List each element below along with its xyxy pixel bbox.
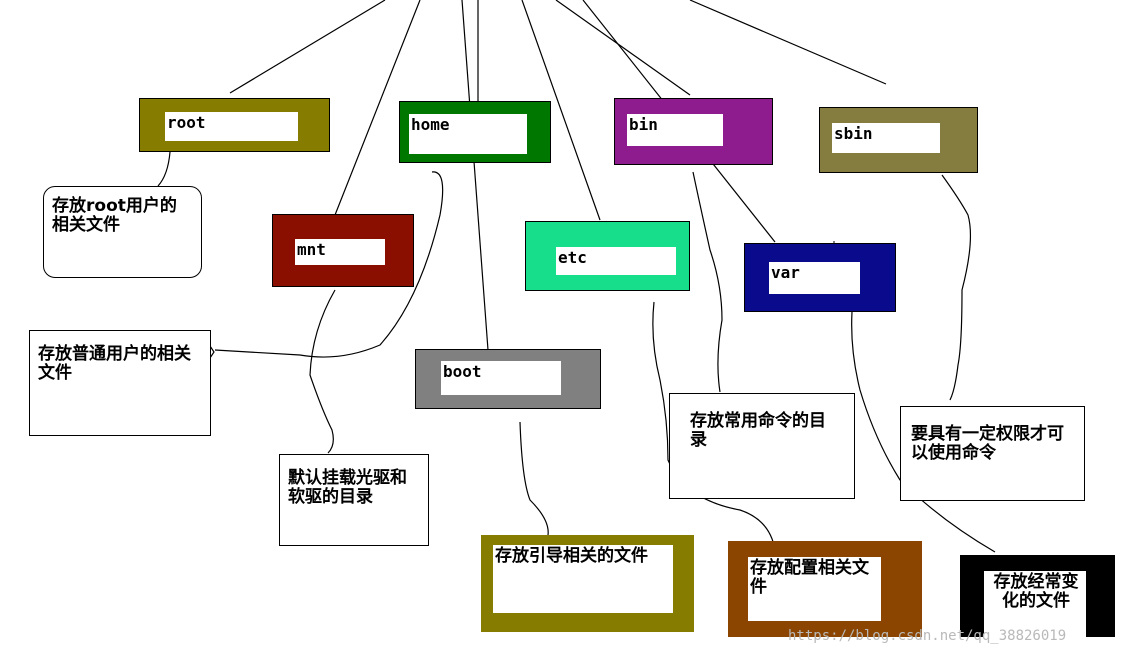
note-home: 存放普通用户的相关文件 xyxy=(29,330,211,436)
dir-boot: boot xyxy=(415,349,601,409)
dir-bin: bin xyxy=(614,98,773,165)
dir-root-label: root xyxy=(165,112,298,141)
note-etc-text: 存放配置相关文件 xyxy=(748,557,881,621)
dir-mnt: mnt xyxy=(272,214,414,287)
note-boot-text: 存放引导相关的文件 xyxy=(493,545,673,613)
dir-var-label: var xyxy=(769,262,860,294)
note-bin: 存放常用命令的目录 xyxy=(669,393,855,499)
dir-sbin: sbin xyxy=(819,107,978,173)
note-mnt: 默认挂载光驱和软驱的目录 xyxy=(279,454,429,546)
note-var-text: 存放经常变化的文件 xyxy=(984,571,1086,637)
watermark: https://blog.csdn.net/qq_38826019 xyxy=(788,628,1067,644)
dir-etc: etc xyxy=(525,221,690,291)
note-var: 存放经常变化的文件 xyxy=(960,555,1115,637)
dir-mnt-label: mnt xyxy=(295,239,385,265)
dir-root: root xyxy=(139,98,330,152)
dir-bin-label: bin xyxy=(627,114,723,146)
note-sbin: 要具有一定权限才可以使用命令 xyxy=(900,406,1085,501)
dir-var: var xyxy=(744,243,896,312)
dir-home-label: home xyxy=(409,114,527,154)
dir-boot-label: boot xyxy=(441,361,561,395)
dir-home: home xyxy=(399,101,551,163)
note-boot: 存放引导相关的文件 xyxy=(481,535,694,632)
note-etc: 存放配置相关文件 xyxy=(728,541,922,637)
dir-etc-label: etc xyxy=(556,247,676,275)
dir-sbin-label: sbin xyxy=(832,123,940,153)
note-root: 存放root用户的相关文件 xyxy=(43,186,202,278)
